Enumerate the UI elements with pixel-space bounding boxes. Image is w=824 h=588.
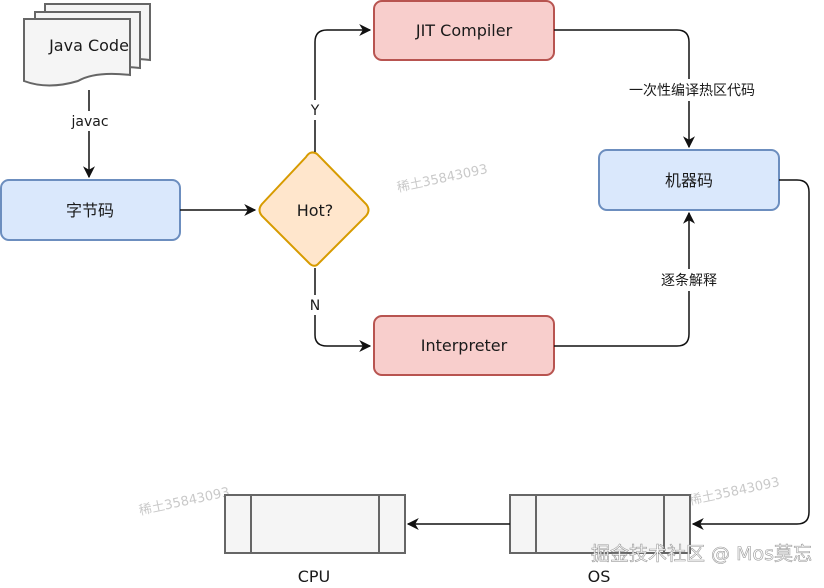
jit-to-machine-code-arrow bbox=[554, 29, 695, 149]
jit-compiler-label: JIT Compiler bbox=[415, 21, 513, 40]
bytecode-node: 字节码 bbox=[0, 179, 181, 241]
compile-hotspot-label-bg bbox=[616, 79, 768, 101]
yes-arrow bbox=[314, 24, 372, 152]
interpreter-node: Interpreter bbox=[373, 315, 555, 376]
no-label: N bbox=[310, 298, 320, 314]
interpret-each-label-bg bbox=[654, 269, 724, 291]
hot-label: Hot? bbox=[297, 201, 334, 220]
watermark: 稀土35843093 bbox=[396, 162, 489, 196]
javac-label-bg bbox=[70, 111, 110, 131]
interpret-each-label: 逐条解释 bbox=[661, 272, 717, 289]
yes-label: Y bbox=[310, 103, 320, 119]
brand-watermark: 掘金技术社区 @ Mos莫忘 bbox=[591, 543, 812, 565]
interpreter-to-machine-code-arrow bbox=[554, 211, 695, 347]
javac-label: javac bbox=[70, 114, 108, 130]
bytecode-label: 字节码 bbox=[66, 201, 114, 220]
machine-code-to-os-arrow bbox=[691, 179, 810, 530]
java-code-label: Java Code bbox=[48, 36, 129, 55]
jit-compiler-node: JIT Compiler bbox=[373, 0, 555, 61]
os-node bbox=[509, 494, 691, 554]
machine-code-node: 机器码 bbox=[598, 149, 780, 211]
hot-decision-node: Hot? bbox=[258, 151, 370, 267]
machine-code-label: 机器码 bbox=[665, 171, 713, 190]
java-code-node: Java Code bbox=[23, 3, 151, 87]
interpreter-label: Interpreter bbox=[421, 336, 508, 355]
no-arrow bbox=[314, 268, 372, 352]
watermark: 稀土35843093 bbox=[138, 485, 231, 519]
cpu-node bbox=[224, 494, 406, 554]
watermark: 稀土35843093 bbox=[688, 475, 781, 509]
os-label: OS bbox=[588, 567, 611, 586]
yes-label-bg bbox=[305, 100, 325, 120]
no-label-bg bbox=[305, 295, 325, 315]
cpu-label: CPU bbox=[298, 567, 331, 586]
compile-hotspot-label: 一次性编译热区代码 bbox=[629, 83, 755, 99]
